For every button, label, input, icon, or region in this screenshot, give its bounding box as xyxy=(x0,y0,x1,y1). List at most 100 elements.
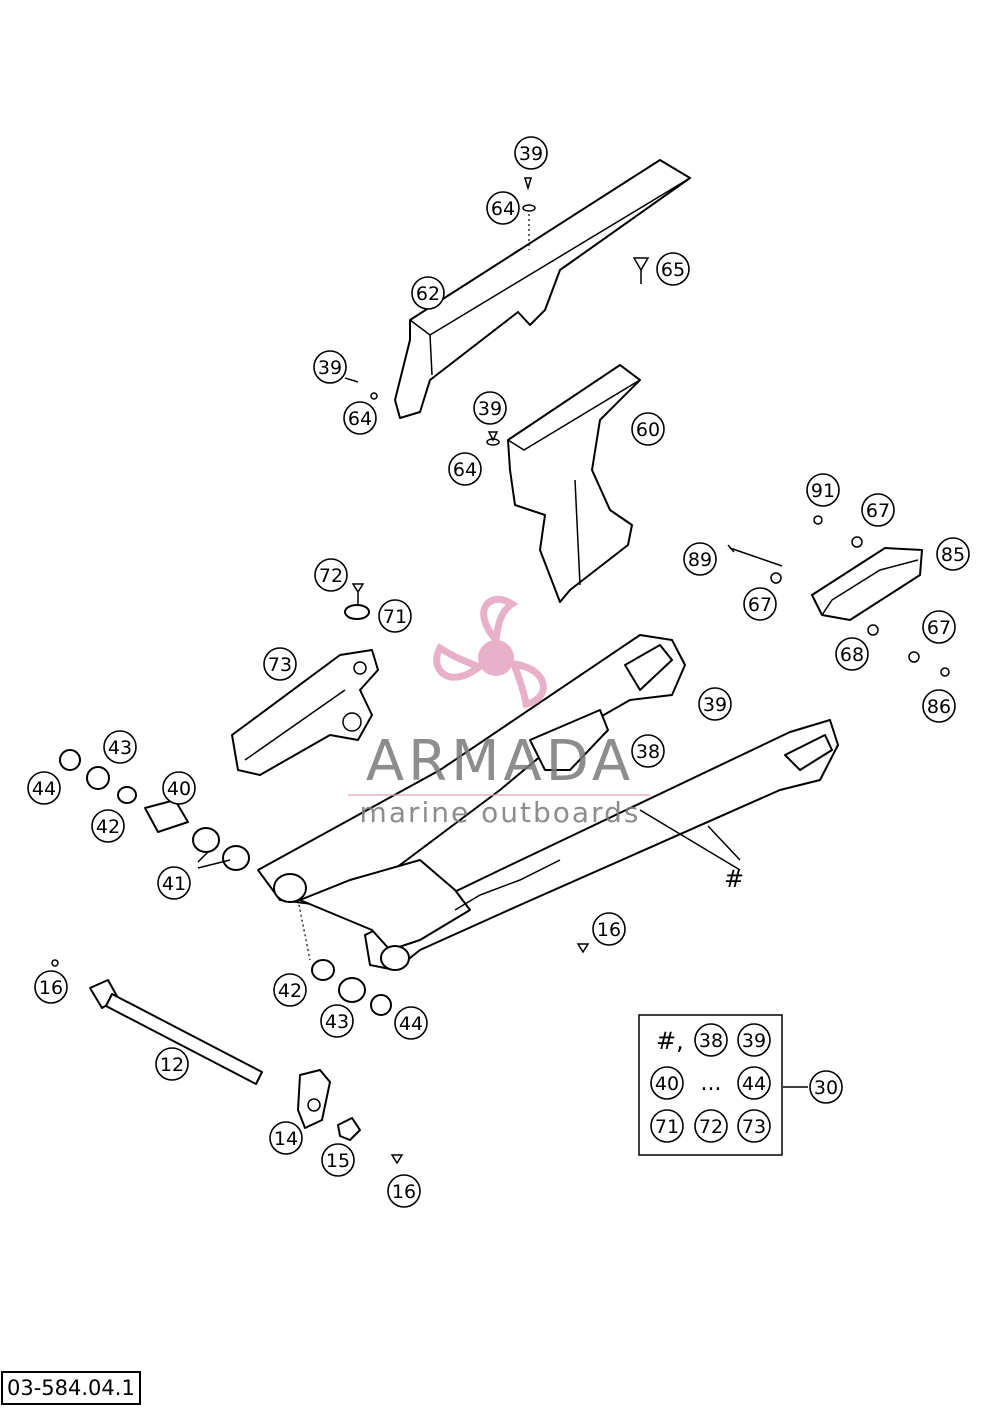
svg-text:41: 41 xyxy=(162,873,186,895)
callout-65: 65 xyxy=(656,252,690,286)
svg-text:44: 44 xyxy=(742,1073,766,1095)
svg-text:39: 39 xyxy=(519,143,543,165)
callout-43-b: 43 xyxy=(320,1004,354,1038)
svg-text:71: 71 xyxy=(383,606,407,628)
svg-text:30: 30 xyxy=(814,1077,838,1099)
pivot-bearings-right xyxy=(297,899,392,1016)
svg-text:16: 16 xyxy=(597,919,621,941)
linkage-plate-part-73 xyxy=(231,583,379,776)
svg-text:64: 64 xyxy=(453,459,477,481)
svg-text:73: 73 xyxy=(268,654,292,676)
swingarm-assembly xyxy=(257,634,839,971)
propeller-logo-icon xyxy=(433,595,547,709)
callout-16-c: 16 xyxy=(387,1174,421,1208)
svg-text:38: 38 xyxy=(636,741,660,763)
svg-text:44: 44 xyxy=(399,1013,423,1035)
callout-42-a: 42 xyxy=(91,809,125,843)
callout-16-a: 16 xyxy=(592,912,626,946)
chain-guide-hardware xyxy=(344,177,650,446)
callout-85: 85 xyxy=(936,537,970,571)
kit-item-38: 38 xyxy=(694,1023,728,1057)
svg-text:12: 12 xyxy=(160,1054,184,1076)
kit-item-71: 71 xyxy=(650,1109,684,1143)
chain-slider-part-85 xyxy=(727,515,950,677)
svg-text:44: 44 xyxy=(32,778,56,800)
svg-text:71: 71 xyxy=(655,1116,679,1138)
svg-text:16: 16 xyxy=(392,1181,416,1203)
chain-guard-part-60 xyxy=(507,364,641,603)
callout-44-b: 44 xyxy=(394,1006,428,1040)
callout-15: 15 xyxy=(321,1143,355,1177)
callout-14: 14 xyxy=(269,1121,303,1155)
svg-text:86: 86 xyxy=(927,696,951,718)
drawing-number-label: 03-584.04.1 xyxy=(1,1371,141,1405)
callout-38: 38 xyxy=(631,734,665,768)
callout-67-b: 67 xyxy=(743,587,777,621)
kit-box-ellipsis: ... xyxy=(701,1071,722,1096)
svg-text:64: 64 xyxy=(491,198,515,220)
svg-text:40: 40 xyxy=(167,778,191,800)
svg-text:39: 39 xyxy=(478,398,502,420)
callout-68: 68 xyxy=(835,637,869,671)
pivot-bearings-left xyxy=(59,749,250,871)
callout-42-b: 42 xyxy=(273,973,307,1007)
kit-box-hash: #, xyxy=(656,1027,684,1055)
svg-text:91: 91 xyxy=(811,480,835,502)
callout-67-a: 67 xyxy=(861,493,895,527)
svg-text:65: 65 xyxy=(661,259,685,281)
svg-text:60: 60 xyxy=(636,419,660,441)
svg-text:62: 62 xyxy=(416,283,440,305)
watermark-tagline: marine outboards xyxy=(360,796,641,829)
leader-lines xyxy=(197,825,808,1088)
kit-item-39: 39 xyxy=(737,1023,771,1057)
kit-box: #, ... 38 39 40 44 71 72 73 xyxy=(638,1014,783,1156)
svg-text:43: 43 xyxy=(325,1011,349,1033)
callout-39-arm: 39 xyxy=(698,687,732,721)
svg-text:14: 14 xyxy=(274,1128,298,1150)
svg-text:68: 68 xyxy=(840,644,864,666)
chain-guide-part-62 xyxy=(394,159,691,419)
callout-71: 71 xyxy=(378,599,412,633)
pivot-bolt-part-12 xyxy=(51,943,590,1165)
callout-67-c: 67 xyxy=(922,610,956,644)
kit-item-44: 44 xyxy=(737,1066,771,1100)
callout-86: 86 xyxy=(922,689,956,723)
svg-text:39: 39 xyxy=(703,694,727,716)
callout-39-mid: 39 xyxy=(473,391,507,425)
watermark-brand: ARMADA xyxy=(366,729,634,794)
callout-64-top: 64 xyxy=(486,191,520,225)
svg-text:39: 39 xyxy=(742,1030,766,1052)
svg-text:73: 73 xyxy=(742,1116,766,1138)
svg-text:67: 67 xyxy=(866,500,890,522)
svg-text:85: 85 xyxy=(941,544,965,566)
callout-41: 41 xyxy=(157,866,191,900)
armada-watermark: ARMADA marine outboards xyxy=(348,595,650,829)
callout-73: 73 xyxy=(263,647,297,681)
callout-91: 91 xyxy=(806,473,840,507)
callout-60: 60 xyxy=(631,412,665,446)
callout-39-left: 39 xyxy=(313,350,347,384)
callout-72: 72 xyxy=(314,558,348,592)
callout-64-left: 64 xyxy=(343,401,377,435)
svg-text:67: 67 xyxy=(748,594,772,616)
svg-text:39: 39 xyxy=(318,357,342,379)
kit-item-40: 40 xyxy=(650,1066,684,1100)
svg-text:15: 15 xyxy=(326,1150,350,1172)
callout-16-b: 16 xyxy=(34,970,68,1004)
callout-39-top: 39 xyxy=(514,136,548,170)
svg-text:43: 43 xyxy=(108,737,132,759)
kit-item-72: 72 xyxy=(694,1109,728,1143)
svg-text:42: 42 xyxy=(278,980,302,1002)
callout-30: 30 xyxy=(809,1070,843,1104)
svg-text:42: 42 xyxy=(96,816,120,838)
svg-text:67: 67 xyxy=(927,617,951,639)
kit-item-73: 73 xyxy=(737,1109,771,1143)
assembly-hash-label: # xyxy=(724,865,744,893)
svg-text:16: 16 xyxy=(39,977,63,999)
callout-12: 12 xyxy=(155,1047,189,1081)
svg-text:72: 72 xyxy=(319,565,343,587)
svg-text:64: 64 xyxy=(348,408,372,430)
svg-text:89: 89 xyxy=(688,549,712,571)
callout-89: 89 xyxy=(683,542,717,576)
